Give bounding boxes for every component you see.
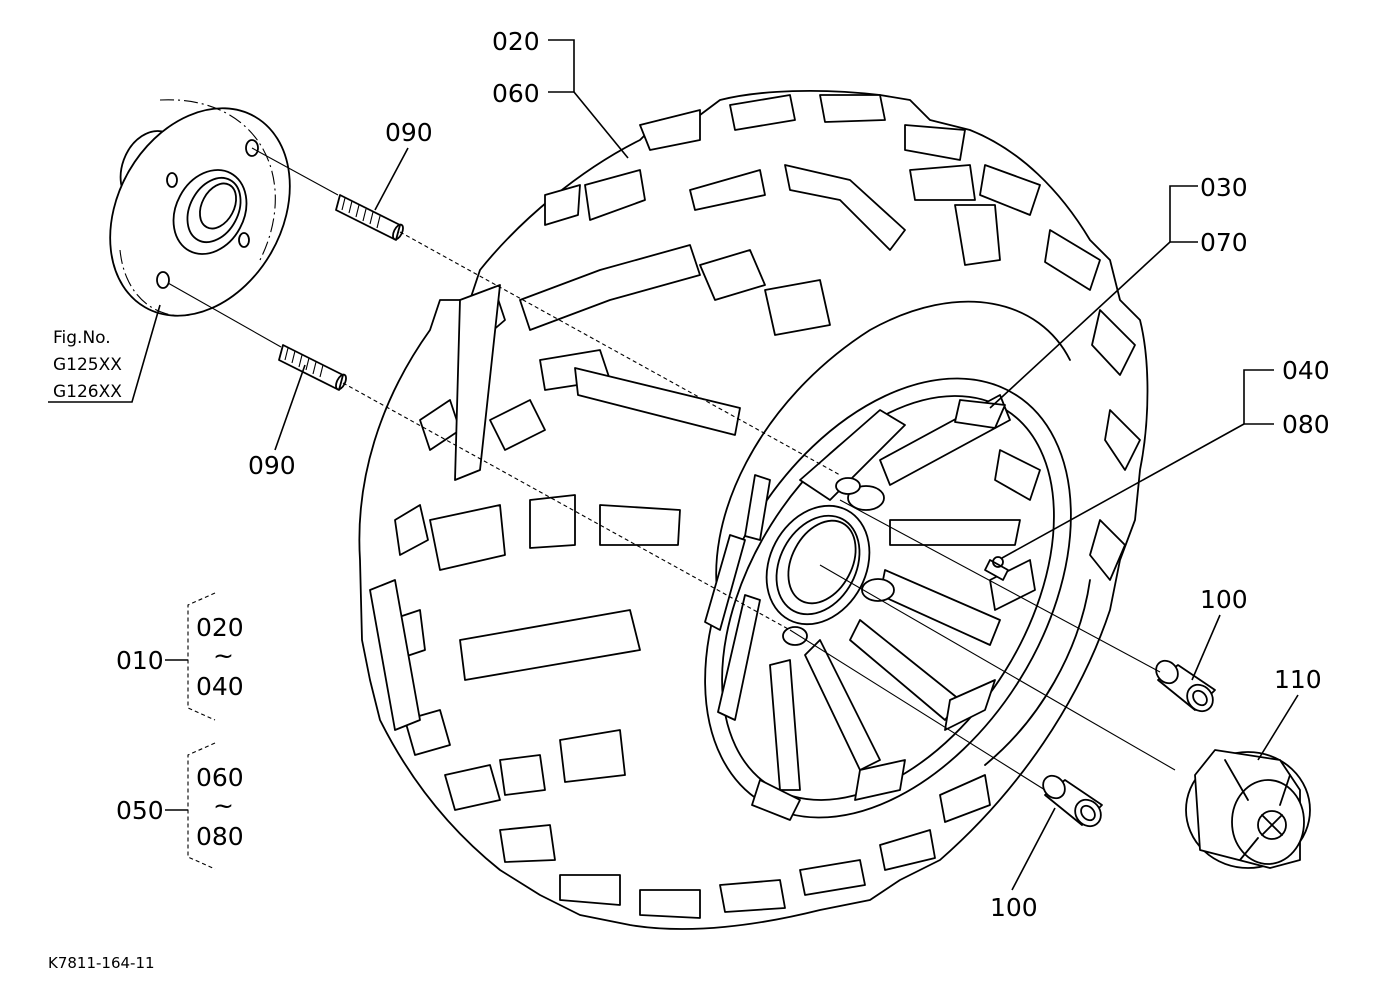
assembly-050-parent: 050 — [116, 796, 164, 825]
lug-nuts-drawing — [1042, 659, 1216, 828]
figure-ref-number-2: G126XX — [53, 382, 122, 402]
drawing-id: K7811-164-11 — [48, 954, 155, 972]
callout-100-upper: 100 — [1200, 585, 1248, 614]
callout-080: 080 — [1282, 410, 1330, 439]
rim-drawing — [704, 377, 1072, 821]
callout-110: 110 — [1274, 665, 1322, 694]
callout-070: 070 — [1200, 228, 1248, 257]
figure-ref-label: Fig.No. — [53, 328, 111, 348]
callout-090-top: 090 — [385, 118, 433, 147]
assembly-010-parent: 010 — [116, 646, 164, 675]
assembly-010-to: 040 — [196, 672, 244, 701]
assembly-010-from: 020 — [196, 613, 244, 642]
stud-bolts-drawing — [278, 194, 404, 391]
callout-090-bottom: 090 — [248, 451, 296, 480]
assembly-050-tilde: ~ — [213, 791, 234, 820]
leader-lines — [48, 39, 1299, 891]
callout-040: 040 — [1282, 356, 1330, 385]
figure-ref-number-1: G125XX — [53, 355, 122, 375]
callout-060: 060 — [492, 79, 540, 108]
hub-cap-drawing — [1185, 749, 1311, 869]
callout-030: 030 — [1200, 173, 1248, 202]
assembly-050-to: 080 — [196, 822, 244, 851]
assembly-brackets — [165, 592, 216, 870]
assembly-010-tilde: ~ — [213, 641, 234, 670]
callout-100-lower: 100 — [990, 893, 1038, 922]
center-lines — [167, 147, 1176, 791]
hub-flange-drawing — [109, 99, 291, 317]
assembly-050-from: 060 — [196, 763, 244, 792]
callout-020: 020 — [492, 27, 540, 56]
